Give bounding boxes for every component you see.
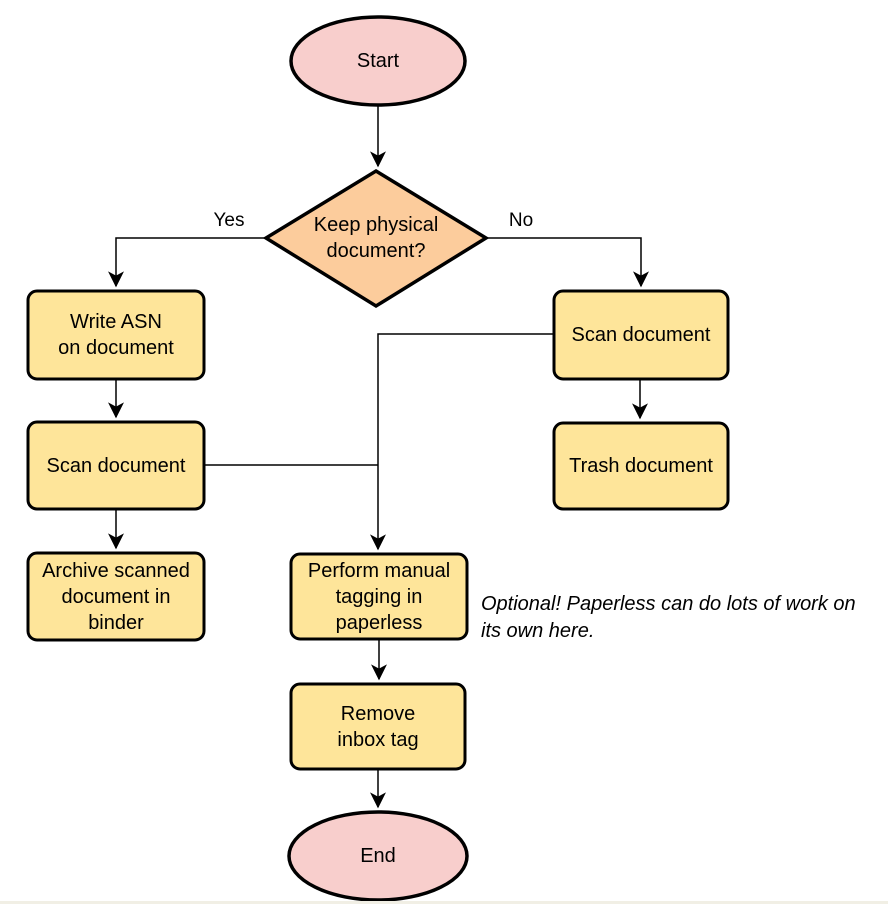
edge-scanright-to-tagging [370, 333, 554, 551]
remove-inbox-shape [289, 682, 467, 771]
optional-annotation: Optional! Paperless can do lots of work … [481, 593, 856, 642]
start-terminal-shape [289, 15, 467, 107]
write-asn-shape [26, 289, 206, 381]
connector-group [108, 105, 649, 809]
edge-label-yes: Yes [213, 210, 245, 231]
scan-right-shape [552, 289, 730, 381]
edge-decision-no [486, 237, 649, 288]
trash-shape [552, 421, 730, 511]
decision-diamond-shape [262, 168, 490, 309]
edge-decision-yes [108, 237, 266, 288]
footer-rule [0, 901, 888, 904]
edge-label-no: No [508, 210, 534, 231]
tagging-shape [289, 552, 469, 641]
end-terminal-shape [287, 810, 469, 902]
scan-left-shape [26, 420, 206, 511]
archive-shape [26, 551, 206, 642]
